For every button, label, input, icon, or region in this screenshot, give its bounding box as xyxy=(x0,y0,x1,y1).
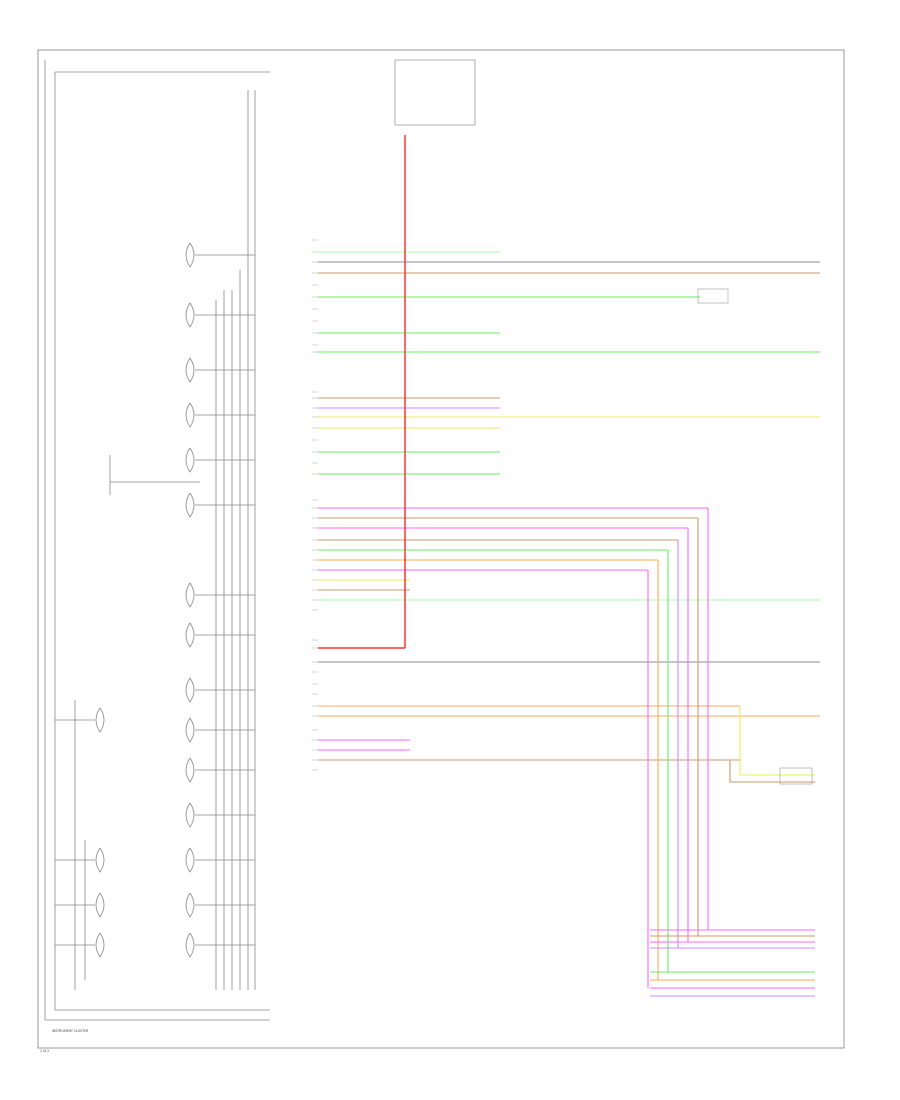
lamp-symbol xyxy=(185,892,195,918)
lamp-symbol xyxy=(185,717,195,743)
lamp-symbol xyxy=(185,357,195,383)
page-label: 1 of 2 xyxy=(40,1049,49,1053)
lamp-symbol xyxy=(95,932,105,958)
lamp-symbol xyxy=(185,932,195,958)
lamp-symbol xyxy=(185,582,195,608)
lamp-symbol xyxy=(185,802,195,828)
yellow-drop-wire xyxy=(739,706,815,776)
lamp-symbol xyxy=(95,892,105,918)
lamp-symbol xyxy=(185,492,195,518)
indicator-lamp-symbols xyxy=(55,242,255,958)
lamp-symbol xyxy=(185,847,195,873)
lamp-symbol xyxy=(185,757,195,783)
power-distribution-box xyxy=(394,59,476,126)
diagram-frame xyxy=(37,49,845,1049)
brown-drop-wire xyxy=(729,760,815,783)
lamp-symbol xyxy=(185,622,195,648)
lamp-symbol xyxy=(185,302,195,328)
harness-trunk xyxy=(647,508,815,997)
footer-label: INSTRUMENT CLUSTER xyxy=(52,1029,89,1033)
lamp-symbol xyxy=(185,447,195,473)
connector-markers xyxy=(697,288,813,785)
instrument-cluster-module xyxy=(44,60,270,1021)
colored-wires xyxy=(318,251,820,761)
lamp-symbol xyxy=(95,707,105,733)
lamp-symbol xyxy=(185,677,195,703)
lamp-symbol xyxy=(185,242,195,268)
ground-bus-bracket xyxy=(109,455,200,495)
connector-pins xyxy=(312,239,318,771)
lamp-symbol xyxy=(185,402,195,428)
lamp-symbol xyxy=(95,847,105,873)
